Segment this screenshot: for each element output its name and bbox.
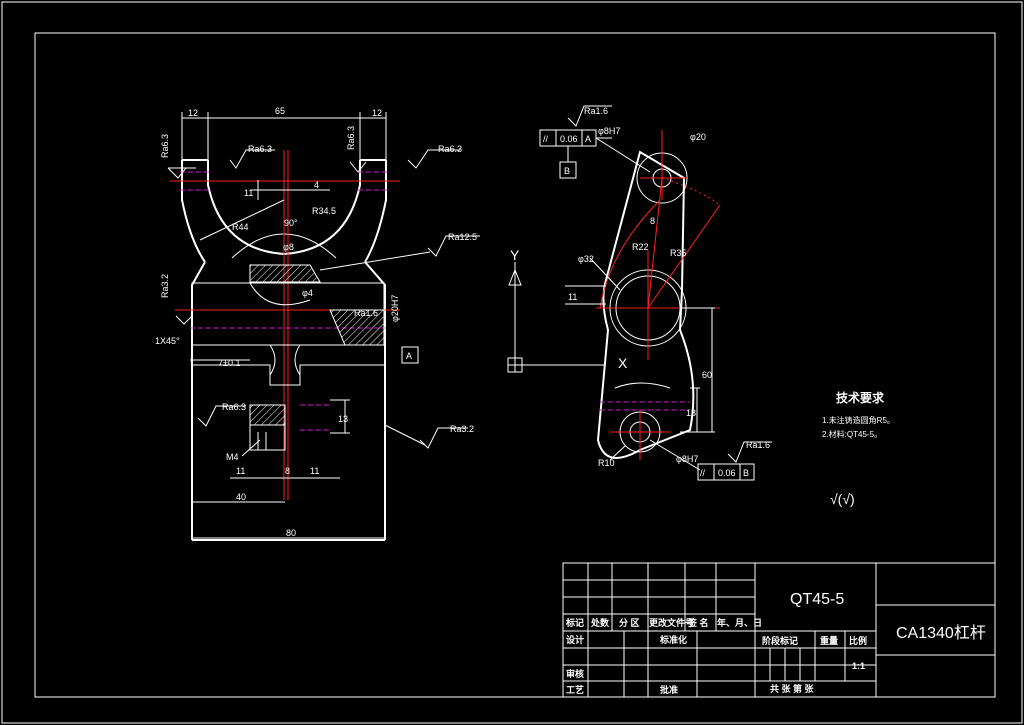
- datum-b-box: [559, 161, 577, 179]
- dim-m4: M4: [226, 452, 239, 462]
- datum-b: B: [564, 166, 570, 176]
- dim-12-left: 12: [188, 108, 198, 118]
- axis-x-label: X: [618, 355, 628, 371]
- tol-parallel-low: //: [700, 468, 706, 478]
- ra-3-2-low: Ra3.2: [450, 424, 474, 434]
- tech-req-item-2: 2.材料:QT45-5。: [822, 429, 882, 439]
- ra-3-2-side: Ra3.2: [160, 274, 170, 298]
- dim-phi8h7: φ8H7: [598, 126, 620, 136]
- part-name: CA1340杠杆: [896, 624, 986, 642]
- tol-parallel: //: [543, 134, 549, 144]
- dim-r22: R22: [632, 242, 649, 252]
- tol-value-low: 0.06: [718, 468, 736, 478]
- dim-60: 60: [702, 370, 712, 380]
- tol-ref: A: [585, 134, 591, 144]
- tb-review: 审核: [566, 668, 584, 679]
- dim-8: 8: [285, 466, 290, 476]
- tb-scale-value: 1:1: [852, 661, 865, 671]
- tb-scale: 比例: [849, 635, 867, 646]
- tb-mark: 标记: [565, 617, 584, 628]
- dim-11-b: 11: [310, 466, 319, 476]
- datum-a: A: [406, 351, 412, 361]
- ra-1-6: Ra1.6: [354, 308, 378, 318]
- dim-80: 80: [286, 528, 296, 538]
- left-section-view: 12 65 12 11 4 R44 R34.5 90° φ8: [155, 106, 480, 541]
- dim-phi20: φ20: [690, 132, 706, 142]
- material-label: QT45-5: [790, 591, 844, 608]
- dim-phi32: φ32: [578, 254, 594, 264]
- drawing-border: [34, 32, 996, 698]
- datum-a-box: [401, 346, 419, 364]
- dim-phi8h7-low: φ8H7: [676, 454, 698, 464]
- dim-11: 11: [244, 188, 253, 198]
- ra-left-horizontal: Ra6.3: [248, 144, 272, 154]
- dim-r10: R10: [598, 458, 615, 468]
- dim-13: 13: [338, 414, 348, 424]
- tb-standardize: 标准化: [659, 634, 687, 645]
- ra-12-5: Ra12.5: [448, 232, 477, 242]
- tol-ref-low: B: [743, 468, 749, 478]
- tb-sheets: 共 张 第 张: [770, 683, 815, 694]
- ra-1-6-low: Ra1.6: [746, 440, 770, 450]
- dim-7: 7±0.1: [218, 358, 240, 368]
- dim-11-a: 11: [236, 466, 245, 476]
- tb-date: 年、月、日: [717, 617, 762, 628]
- tol-value: 0.06: [560, 134, 578, 144]
- general-roughness-symbol: √(√): [830, 491, 855, 507]
- dim-r34: R34.5: [312, 206, 336, 216]
- dim-4: 4: [314, 180, 319, 190]
- ra-right-horizontal: Ra6.3: [438, 144, 462, 154]
- dim-12-right: 12: [372, 108, 382, 118]
- tb-zone: 分 区: [619, 617, 640, 628]
- axis-y-label: Y: [510, 247, 520, 263]
- dim-40: 40: [236, 492, 246, 502]
- tb-design: 设计: [566, 634, 584, 645]
- tb-change-doc: 更改文件号: [649, 617, 694, 628]
- ra-1-6-top: Ra1.6: [584, 106, 608, 116]
- dim-r44: R44: [232, 222, 249, 232]
- dim-11-right: 11: [568, 292, 577, 302]
- ra-right-vertical: Ra6.3: [346, 126, 356, 150]
- dim-angle: 90°: [284, 218, 298, 228]
- tech-requirements: 技术要求 1.未注铸造圆角R5。 2.材料:QT45-5。 √(√): [822, 390, 895, 507]
- tb-sign: 签 名: [687, 617, 709, 628]
- dim-phi4: φ4: [302, 288, 313, 298]
- tb-count: 处数: [590, 617, 610, 628]
- tb-process: 工艺: [566, 684, 584, 695]
- dim-8-right: 8: [650, 216, 655, 226]
- ra-6-3-low: Ra6.3: [222, 402, 246, 412]
- tb-stage-mark: 阶段标记: [762, 635, 798, 646]
- tech-req-title: 技术要求: [836, 390, 885, 405]
- dim-r35: R35: [670, 248, 687, 258]
- ra-left-vertical: Ra6.3: [160, 134, 170, 158]
- title-block: QT45-5 CA1340杠杆 标记 处数 分 区 更改文件号 签 名 年、月、…: [562, 562, 996, 698]
- right-lever-view: Y X 11 60 18 φ20 R35: [507, 105, 772, 481]
- dim-phi20h7: φ20H7: [390, 295, 400, 322]
- dim-chamfer: 1X45°: [155, 336, 180, 346]
- dim-65: 65: [275, 106, 285, 116]
- dim-18: 18: [686, 408, 696, 418]
- tb-weight: 重量: [820, 635, 838, 646]
- dim-phi8: φ8: [283, 242, 294, 252]
- tb-approve: 批准: [660, 684, 678, 695]
- tech-req-item-1: 1.未注铸造圆角R5。: [822, 415, 895, 425]
